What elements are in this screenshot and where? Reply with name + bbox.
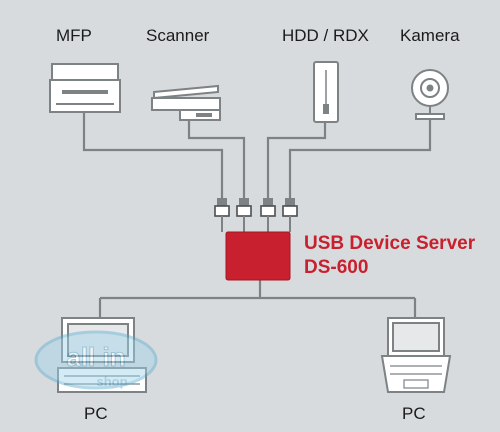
plug-to-server-lines (221, 216, 291, 232)
hdd-icon (313, 61, 339, 123)
device-cables (82, 112, 432, 198)
usb-plug-4-icon (282, 198, 298, 217)
server-label-line-2: DS-600 (304, 257, 369, 278)
label-mfp: MFP (56, 26, 92, 45)
label-hdd-rdx: HDD / RDX (282, 26, 369, 45)
camera-icon (411, 69, 449, 120)
cable-hdd (266, 122, 327, 198)
label-pc-right: PC (402, 404, 426, 423)
usb-plug-2-icon (236, 198, 252, 217)
server-label-line-1: USB Device Server (304, 233, 476, 254)
cable-mfp (82, 112, 224, 198)
usb-device-server-label: USB Device Server DS-600 (304, 232, 475, 280)
pc-left-icon (57, 317, 147, 393)
allinshop-watermark-logo: all in shop (34, 330, 158, 390)
usb-plug-3-icon (260, 198, 276, 217)
label-pc-left: PC (84, 404, 108, 423)
mfp-icon (49, 63, 121, 113)
usb-device-server-box (225, 231, 291, 281)
scanner-icon (151, 84, 221, 121)
cable-scanner (187, 120, 246, 198)
watermark-text-1: all in (66, 342, 125, 372)
cable-camera (288, 118, 432, 198)
label-kamera: Kamera (400, 26, 460, 45)
usb-plug-1-icon (214, 198, 230, 217)
label-scanner: Scanner (146, 26, 210, 45)
pc-right-icon (380, 317, 452, 393)
watermark-text-2: shop (96, 374, 127, 389)
usb-plugs (214, 198, 298, 217)
network-lines (98, 280, 417, 318)
